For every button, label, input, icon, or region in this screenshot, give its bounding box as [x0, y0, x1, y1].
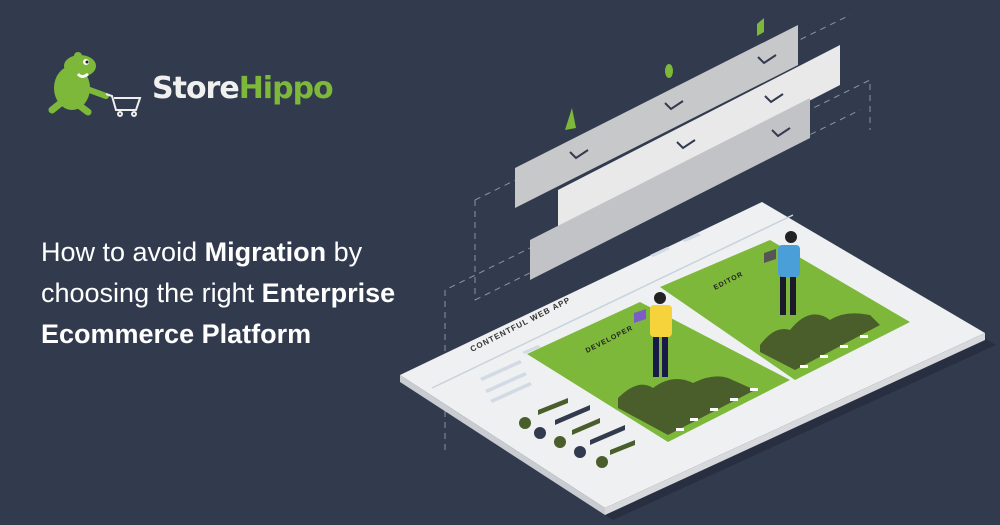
editor-person [764, 231, 800, 315]
checkmark-icons [569, 54, 791, 160]
checklist-sheets [515, 18, 840, 280]
shopping-cart-icon [105, 93, 142, 117]
headline: How to avoid Migration by choosing the r… [41, 237, 396, 349]
hippo-mascot-icon [48, 52, 142, 117]
logo-wordmark: StoreHippo [152, 70, 334, 106]
developer-person [634, 292, 672, 377]
sidebar-widgets [519, 398, 635, 468]
storehippo-logo[interactable]: StoreHippo [40, 48, 334, 118]
